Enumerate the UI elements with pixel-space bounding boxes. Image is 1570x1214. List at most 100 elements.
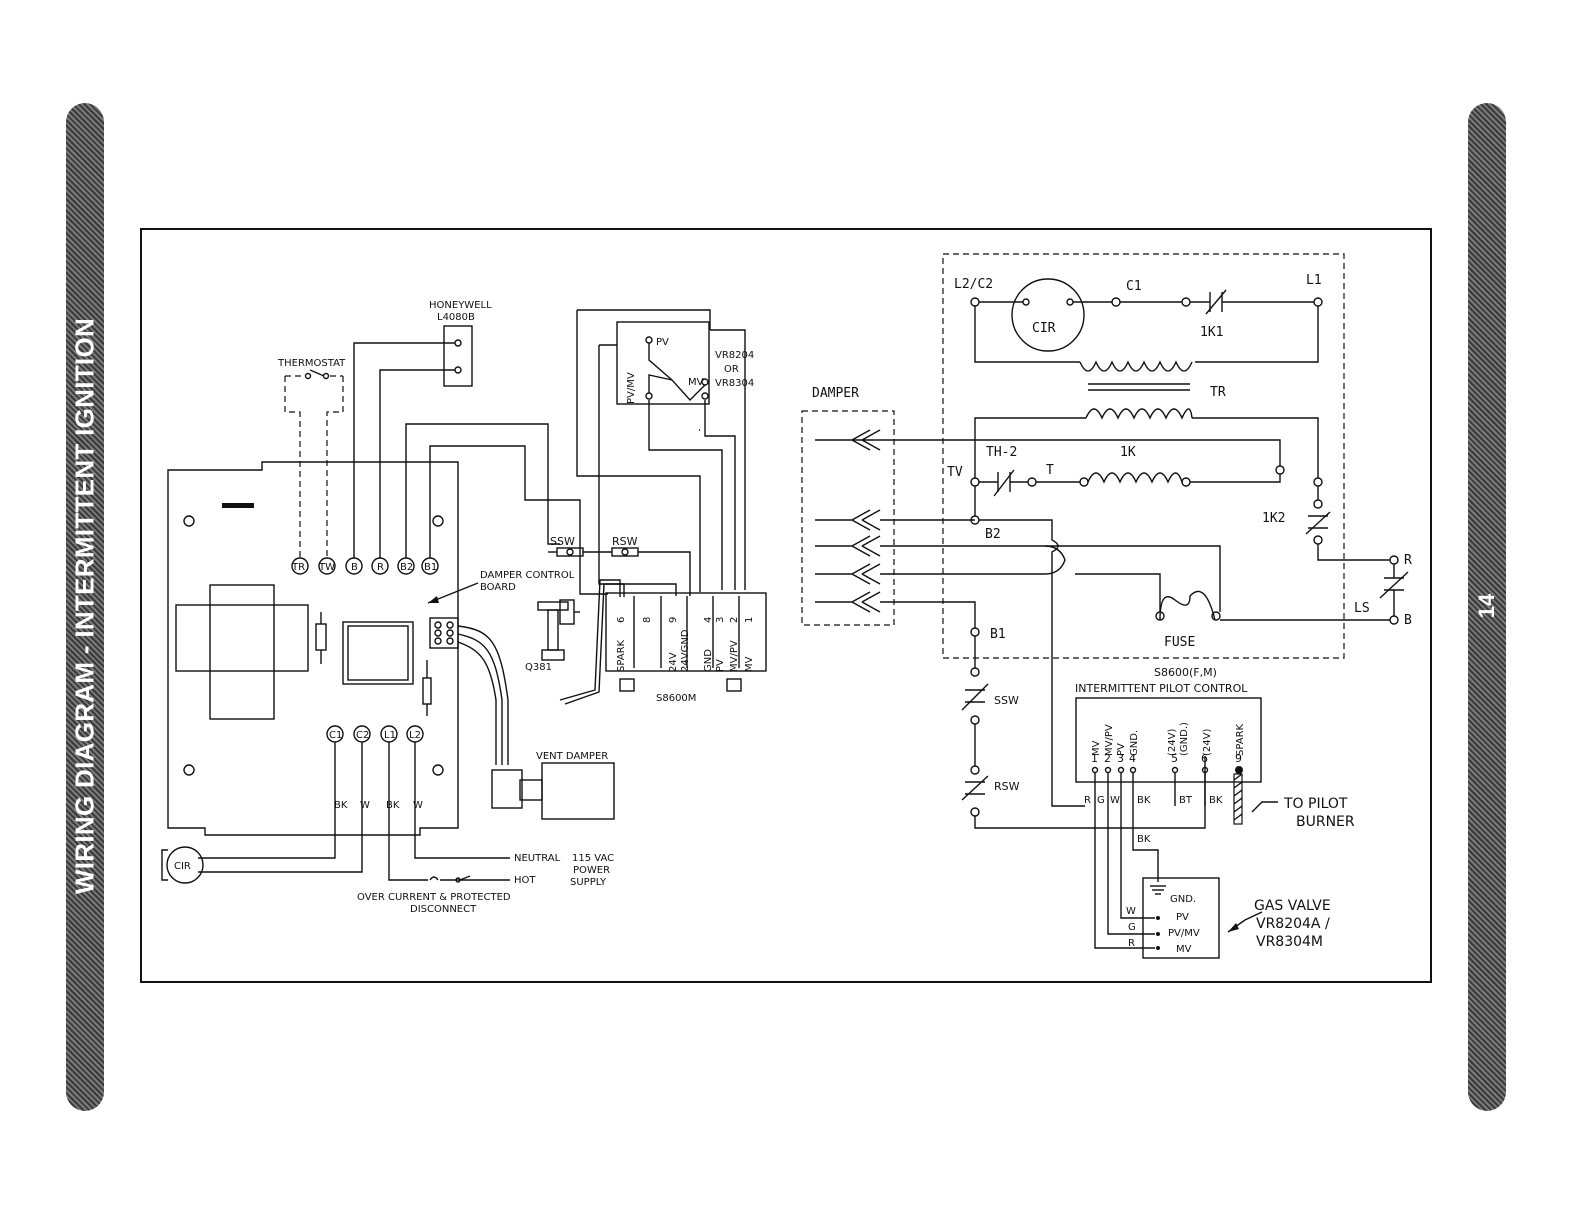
svg-text:(GND.): (GND.) <box>1179 722 1190 756</box>
svg-text:B2: B2 <box>985 527 1001 542</box>
svg-text:B1: B1 <box>424 562 437 573</box>
damper-dashed-box <box>801 410 895 626</box>
vent-damper-body <box>541 762 615 820</box>
svg-text:L1: L1 <box>384 730 396 741</box>
svg-text:B2: B2 <box>400 562 413 573</box>
honeywell-l4080b <box>443 325 473 387</box>
svg-text:PV: PV <box>715 659 726 672</box>
svg-text:GND.: GND. <box>1129 730 1140 756</box>
side-title-bar <box>66 103 104 1111</box>
gas-valve-box <box>1142 877 1220 959</box>
svg-text:BK: BK <box>1209 795 1223 806</box>
svg-text:MV: MV <box>1176 944 1192 955</box>
schematic-diagram <box>801 253 1409 959</box>
svg-text:9: 9 <box>1235 752 1242 765</box>
svg-text:PV/MV: PV/MV <box>626 372 637 404</box>
svg-text:MV: MV <box>688 377 704 388</box>
svg-text:G: G <box>1128 922 1136 933</box>
svg-text:1K: 1K <box>1120 445 1136 460</box>
svg-text:GND.: GND. <box>1170 894 1196 905</box>
svg-text:MV: MV <box>1091 740 1102 756</box>
gas-valve-label: GAS VALVE <box>1254 898 1331 914</box>
svg-text:SPARK: SPARK <box>616 639 627 672</box>
schematic-labels: DAMPER L2/C2 CIR C1 L1 1K1 TR TV TH-2 T … <box>812 273 1412 955</box>
svg-text:BK: BK <box>386 800 400 811</box>
svg-text:BOARD: BOARD <box>480 582 516 593</box>
board-diode <box>422 677 432 705</box>
svg-text:SUPPLY: SUPPLY <box>570 877 607 888</box>
vent-damper-label: VENT DAMPER <box>536 751 608 762</box>
svg-text:3: 3 <box>1117 752 1124 765</box>
svg-text:W: W <box>360 800 370 811</box>
cir-label: CIR <box>174 861 191 872</box>
svg-text:SPARK: SPARK <box>1235 723 1246 756</box>
svg-text:4: 4 <box>703 617 714 623</box>
svg-text:1K1: 1K1 <box>1200 325 1223 340</box>
svg-text:CIR: CIR <box>1032 321 1056 336</box>
svg-text:B: B <box>351 562 358 573</box>
svg-text:BK: BK <box>334 800 348 811</box>
svg-text:B: B <box>1404 613 1412 628</box>
honeywell-label: HONEYWELL <box>429 300 492 311</box>
svg-text:PV: PV <box>1176 912 1189 923</box>
svg-text:6: 6 <box>1201 752 1208 765</box>
svg-text:9: 9 <box>668 617 679 623</box>
page-number-bar <box>1468 103 1506 1111</box>
svg-text:BURNER: BURNER <box>1296 814 1355 830</box>
ssw-label: SSW <box>550 535 575 548</box>
over-current-label: OVER CURRENT & PROTECTED <box>357 892 511 903</box>
svg-text:MV/PV: MV/PV <box>729 640 740 672</box>
svg-text:1: 1 <box>1091 752 1098 765</box>
svg-text:W: W <box>413 800 423 811</box>
mount-hole <box>432 515 444 527</box>
svg-text:TR: TR <box>1210 385 1226 400</box>
damper-board-outline <box>167 461 459 836</box>
svg-text:BK: BK <box>1137 834 1151 845</box>
svg-text:T: T <box>1046 463 1054 478</box>
svg-text:C2: C2 <box>356 730 369 741</box>
svg-text:B1: B1 <box>990 627 1006 642</box>
pictorial-diagram: SPARK 6 8 24V 9 24VGND GND 4 PV 3 MV/PV … <box>161 309 767 884</box>
q381-pilot <box>537 599 580 661</box>
cir-motor-symbol <box>1011 278 1085 352</box>
diagram-frame <box>140 228 1432 983</box>
svg-text:2: 2 <box>729 617 740 623</box>
svg-text:GND: GND <box>703 649 714 672</box>
mount-hole <box>432 764 444 776</box>
svg-text:BT: BT <box>1179 795 1193 806</box>
pictorial-labels: HONEYWELL L4080B THERMOSTAT TR TW B R B2… <box>174 300 754 915</box>
svg-text:LS: LS <box>1354 601 1370 616</box>
svg-text:DISCONNECT: DISCONNECT <box>410 904 477 915</box>
board-resistor <box>315 623 327 651</box>
svg-text:PV: PV <box>1116 743 1127 756</box>
board-transformer <box>175 604 309 672</box>
svg-text:MV: MV <box>744 656 755 672</box>
svg-text:(24V): (24V) <box>1167 729 1178 756</box>
svg-text:OR: OR <box>724 364 739 375</box>
svg-text:RSW: RSW <box>994 780 1020 793</box>
board-terminals-top <box>291 557 439 575</box>
svg-text:L2/C2: L2/C2 <box>954 277 993 292</box>
mount-hole <box>183 515 195 527</box>
board-slot <box>222 503 254 508</box>
vent-damper-motor <box>491 769 523 809</box>
svg-text:8: 8 <box>642 617 653 623</box>
to-pilot-label: TO PILOT <box>1283 796 1348 812</box>
damper-label: DAMPER <box>812 386 859 401</box>
s8600-title: S8600(F,M) <box>1154 666 1217 679</box>
svg-text:POWER: POWER <box>573 865 610 876</box>
hot-label: HOT <box>514 875 536 886</box>
svg-text:TR: TR <box>291 562 305 573</box>
svg-text:1: 1 <box>744 617 755 623</box>
svg-text:W: W <box>1126 906 1136 917</box>
svg-text:FUSE: FUSE <box>1164 635 1195 650</box>
neutral-label: NEUTRAL <box>514 853 561 864</box>
svg-text:2: 2 <box>1104 752 1111 765</box>
svg-text:6: 6 <box>616 617 627 623</box>
svg-text:PV: PV <box>656 337 669 348</box>
svg-text:4: 4 <box>1129 752 1136 765</box>
mount-hole <box>183 764 195 776</box>
control-dashed-box <box>942 253 1345 659</box>
